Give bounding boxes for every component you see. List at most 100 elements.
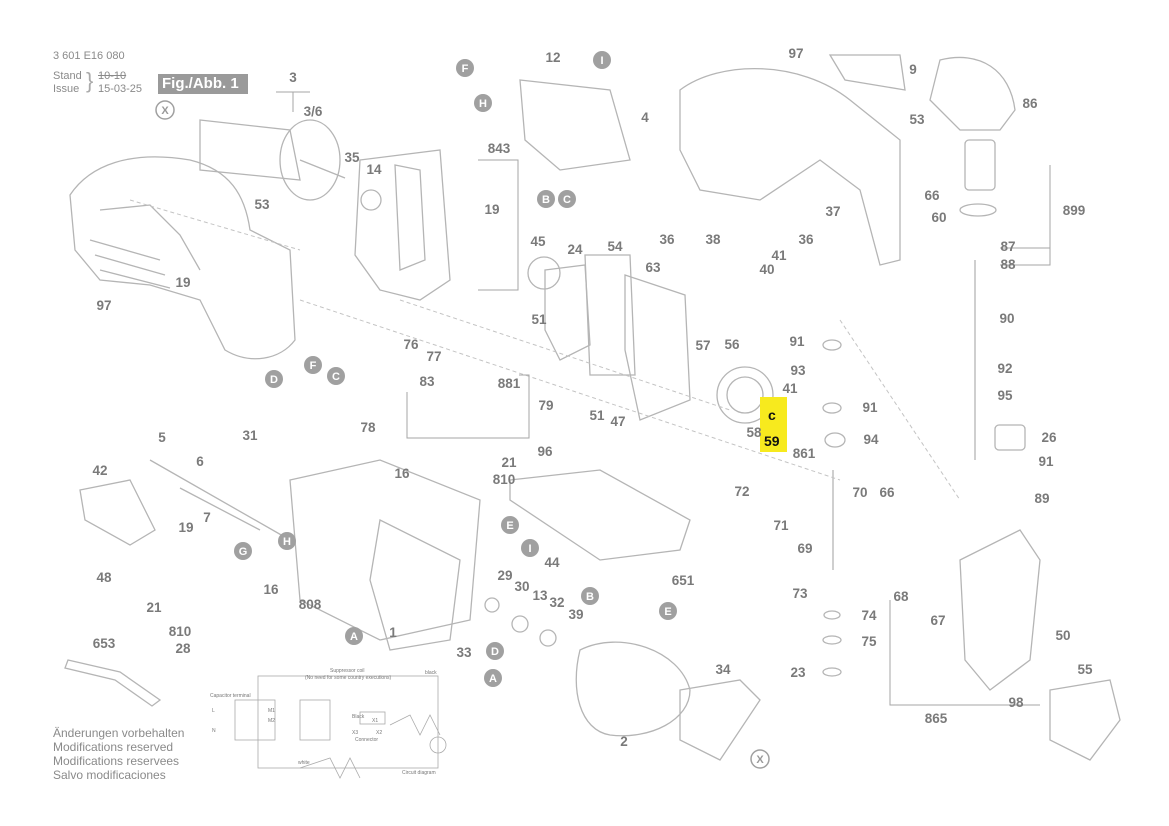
guard-55 xyxy=(1049,679,1121,761)
part-number-label: 30 xyxy=(514,579,529,594)
part-number-label: 651 xyxy=(672,573,695,588)
part-number-label: 66 xyxy=(924,188,940,203)
part-number-label: 68 xyxy=(893,589,909,604)
connector-circle xyxy=(278,532,296,550)
connector-marker-8: C xyxy=(327,367,345,385)
stand-label: Stand xyxy=(53,70,82,82)
gear-56 xyxy=(716,366,774,424)
part-number-label: 69 xyxy=(797,541,812,556)
note-line-es: Salvo modificaciones xyxy=(53,768,166,782)
switch-unit xyxy=(519,79,631,171)
connector-marker-9: E xyxy=(501,516,519,534)
connector-letter: F xyxy=(462,63,469,75)
part-number-label: 26 xyxy=(1041,430,1057,445)
part-number-label: 24 xyxy=(567,242,583,257)
connector-circle xyxy=(345,627,363,645)
part-number-label: 36 xyxy=(798,232,814,247)
modifications-note: Änderungen vorbehalten Modifications res… xyxy=(53,726,184,782)
part-number-label: 72 xyxy=(734,484,749,499)
part-number-label: 83 xyxy=(419,374,435,389)
allen-key xyxy=(64,659,162,707)
plate-24 xyxy=(544,264,591,361)
connector-circle xyxy=(456,59,474,77)
connector-marker-16: D xyxy=(486,642,504,660)
part-number-label: 45 xyxy=(530,234,546,249)
part-number-label: 57 xyxy=(695,338,710,353)
part-number-label: 19 xyxy=(175,275,190,290)
part-number-label: 50 xyxy=(1055,628,1070,643)
part-number-label: 7 xyxy=(203,510,211,525)
part-number-label: 29 xyxy=(497,568,512,583)
issue-label: Issue xyxy=(53,83,80,95)
connector-letter: E xyxy=(506,520,513,532)
highlight-59 xyxy=(760,397,787,452)
connector-letter: E xyxy=(664,606,671,618)
part-number-label: 36 xyxy=(659,232,675,247)
part-number-label: 21 xyxy=(146,600,162,615)
connector-marker-1: I xyxy=(593,51,611,69)
part-number-label: 74 xyxy=(861,608,877,623)
note-line-de: Änderungen vorbehalten xyxy=(53,726,185,740)
brace: } xyxy=(86,68,94,93)
circuit-black-top: black xyxy=(425,670,437,676)
circuit-x2: X2 xyxy=(376,730,382,736)
connector-circle xyxy=(501,516,519,534)
connector-marker-17: A xyxy=(484,669,502,687)
stand-value: 10-10 xyxy=(98,70,127,82)
part-number-label: 41 xyxy=(782,381,798,396)
part-number-label: 55 xyxy=(1077,662,1093,677)
connector-letter: C xyxy=(332,371,340,383)
part-number-label: 70 xyxy=(852,485,867,500)
part-number-label: 94 xyxy=(863,432,879,447)
gear-housing xyxy=(354,149,451,301)
motor-housing xyxy=(289,459,481,641)
capacitor-label: Capacitor terminal xyxy=(210,693,251,699)
connector-circle xyxy=(486,642,504,660)
connector-letter: A xyxy=(350,631,358,643)
connector-circle xyxy=(659,602,677,620)
part-number-label: 79 xyxy=(538,398,553,413)
part-number-label: 40 xyxy=(759,262,774,277)
part-number-label: 34 xyxy=(715,662,731,677)
part-number-label: 5 xyxy=(158,430,166,445)
connector-circle xyxy=(521,539,539,557)
part-number-label: 28 xyxy=(175,641,191,656)
connector-circle xyxy=(265,370,283,388)
part-number-label: 41 xyxy=(771,248,787,263)
part-number-label: 76 xyxy=(403,337,419,352)
part-number-label: 810 xyxy=(493,472,516,487)
part-number-label: 54 xyxy=(607,239,623,254)
part-number-label: 78 xyxy=(360,420,376,435)
part-number-label: 63 xyxy=(645,260,661,275)
plate-54 xyxy=(584,254,636,376)
base-plate xyxy=(509,469,691,561)
circuit-m2: M2 xyxy=(268,718,275,724)
part-number-label: 843 xyxy=(488,141,511,156)
connector-circle xyxy=(750,749,770,769)
part-number-label: 3 xyxy=(289,70,297,85)
part-number-label: 86 xyxy=(1022,96,1038,111)
pad-42 xyxy=(79,479,156,546)
part-number-label: 810 xyxy=(169,624,192,639)
connector-letter: B xyxy=(586,591,594,603)
part-outlines xyxy=(64,54,1121,761)
connector-circle xyxy=(558,190,576,208)
part-number-label: 2 xyxy=(620,734,628,749)
circlip-icon: c xyxy=(768,407,776,423)
circuit-m1: M1 xyxy=(268,708,275,714)
connector-letter: I xyxy=(600,55,603,67)
connector-marker-15: E xyxy=(659,602,677,620)
part-number-label: 33 xyxy=(456,645,472,660)
connector-circle xyxy=(537,190,555,208)
part-number-label: 16 xyxy=(394,466,410,481)
knob-cap xyxy=(929,56,1016,131)
connector-circle xyxy=(474,94,492,112)
part-number-label: 88 xyxy=(1000,257,1016,272)
part-59-label: 59 xyxy=(764,433,780,449)
drawing-number: 3 601 E16 080 xyxy=(53,50,125,62)
connector-marker-12: H xyxy=(278,532,296,550)
circuit-connector: Connector xyxy=(355,737,378,743)
connector-marker-11: G xyxy=(234,542,252,560)
part-number-label: 67 xyxy=(930,613,945,628)
